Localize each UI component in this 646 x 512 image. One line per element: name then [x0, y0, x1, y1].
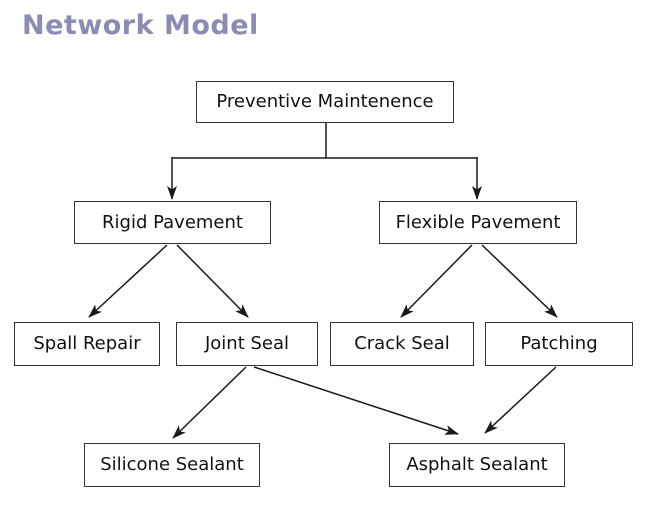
- node-silicone-sealant: Silicone Sealant: [84, 443, 260, 487]
- node-preventive-maintenence: Preventive Maintenence: [196, 81, 454, 123]
- node-flexible-pavement: Flexible Pavement: [379, 201, 577, 244]
- edge-rigid-to-spall: [88, 244, 168, 318]
- edge-joint-to-silicone: [172, 366, 247, 439]
- edge-joint-to-asphalt: [253, 366, 459, 435]
- edge-flexible-to-patching: [481, 244, 558, 318]
- node-crack-seal: Crack Seal: [330, 322, 474, 366]
- edge-flexible-to-crack: [400, 244, 473, 318]
- edge-rigid-to-joint: [176, 244, 249, 318]
- page-title: Network Model: [22, 10, 259, 41]
- node-rigid-pavement: Rigid Pavement: [74, 201, 271, 244]
- node-asphalt-sealant: Asphalt Sealant: [389, 443, 565, 487]
- node-joint-seal: Joint Seal: [176, 322, 318, 366]
- node-patching: Patching: [485, 322, 633, 366]
- node-spall-repair: Spall Repair: [14, 322, 160, 366]
- edge-patching-to-asphalt: [484, 366, 557, 434]
